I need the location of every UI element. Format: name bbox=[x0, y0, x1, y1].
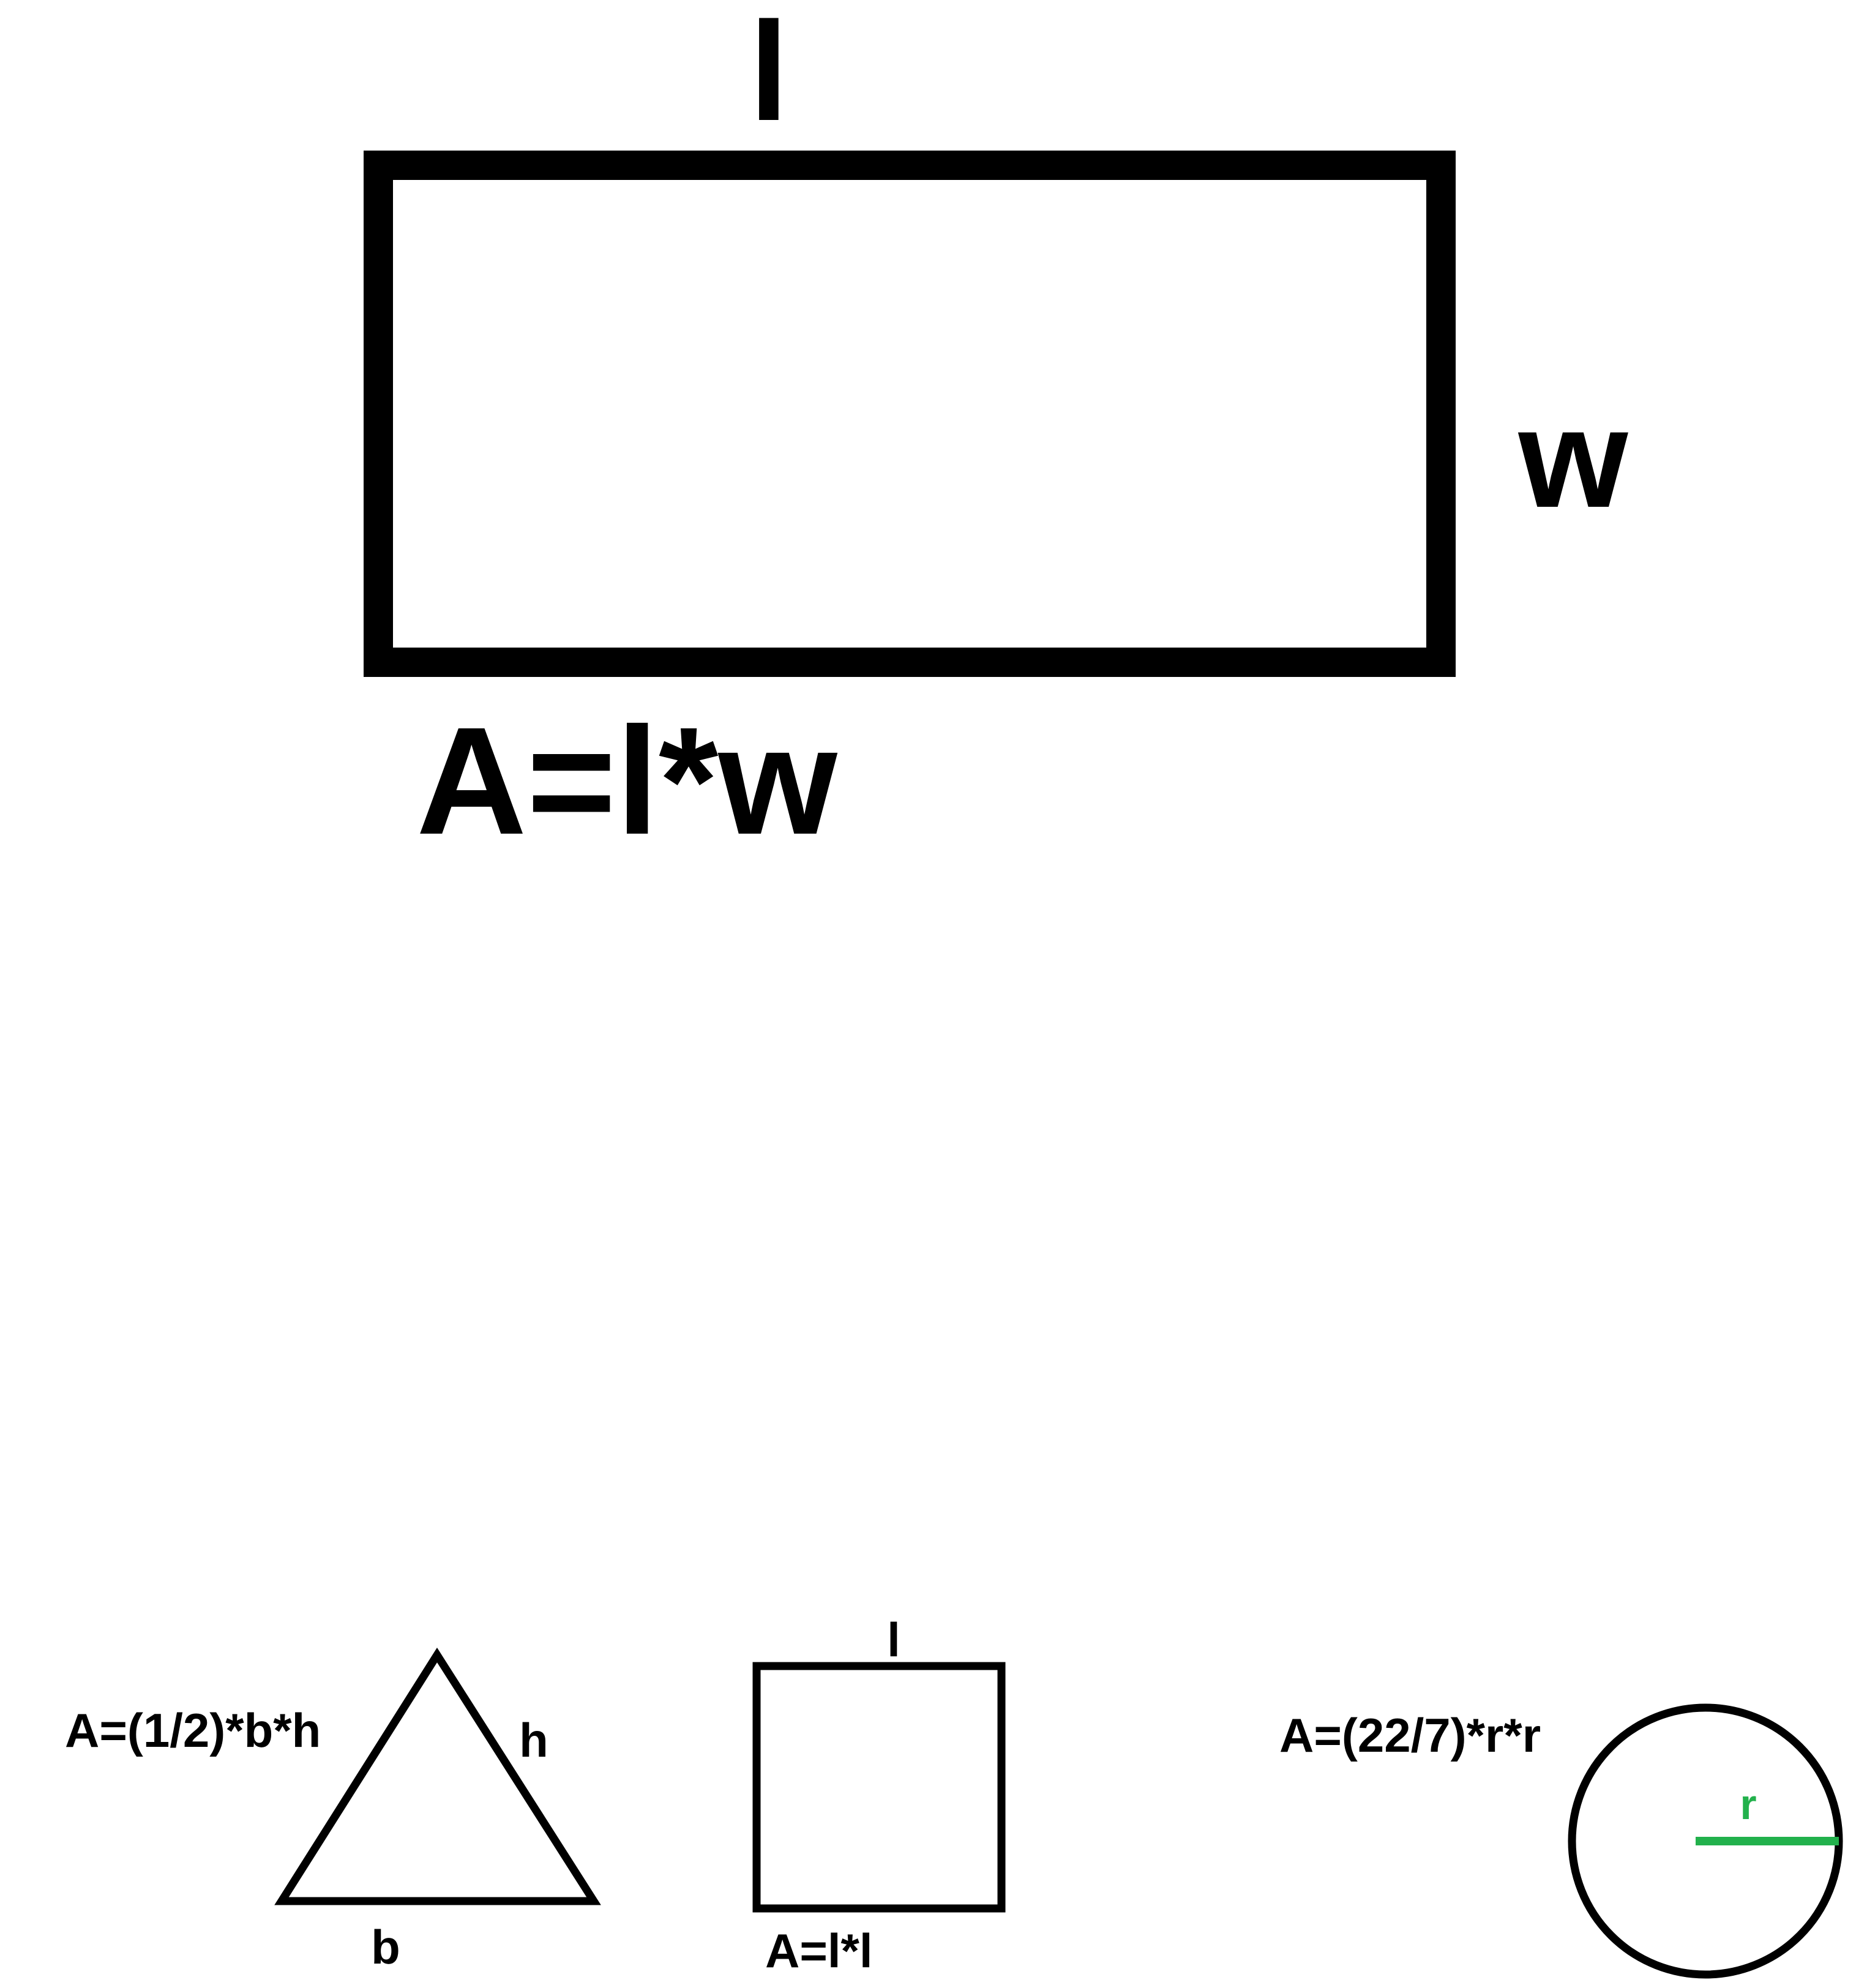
triangle-area-formula: A=(1/2)*b*h bbox=[65, 1703, 321, 1757]
rectangle-area-formula: A=l*w bbox=[416, 695, 837, 866]
circle-radius-label: r bbox=[1740, 1781, 1756, 1828]
circle-area-formula: A=(22/7)*r*r bbox=[1279, 1708, 1541, 1762]
square-side-label: l bbox=[887, 1613, 900, 1667]
rectangle-width-label: w bbox=[1518, 379, 1629, 537]
triangle-base-label: b bbox=[371, 1920, 400, 1974]
triangle-height-label: h bbox=[519, 1713, 548, 1767]
square-area-formula: A=l*l bbox=[765, 1924, 873, 1978]
rectangle-length-label: l bbox=[749, 0, 788, 150]
square-shape bbox=[752, 1662, 1006, 1913]
rectangle-shape bbox=[364, 151, 1456, 677]
triangle-shape bbox=[274, 1647, 601, 1905]
